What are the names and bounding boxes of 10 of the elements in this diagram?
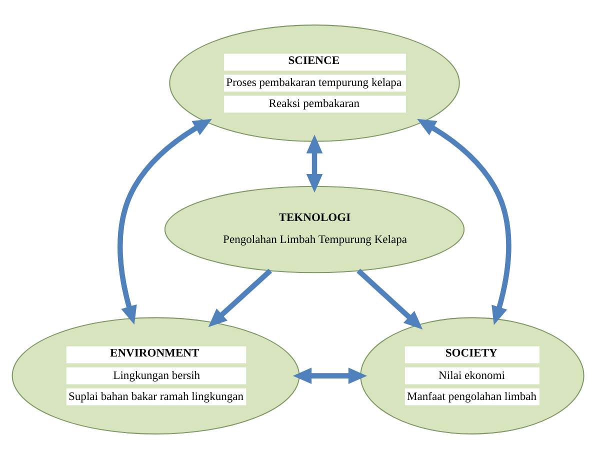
arrow bbox=[118, 118, 212, 324]
node-ellipse: SOCIETY Nilai ekonomi Manfaat pengolahan limbah bbox=[360, 316, 584, 434]
arrow bbox=[417, 118, 512, 324]
arrow bbox=[306, 134, 323, 192]
node-ellipse: TEKNOLOGI Pengolahan Limbah Tempurung Kelapa bbox=[164, 185, 465, 273]
arrow bbox=[356, 268, 423, 329]
arrow bbox=[292, 367, 368, 384]
node-ellipse: SCIENCE Proses pembakaran tempurung kelapa Reaksi pembakaran bbox=[169, 24, 460, 142]
arrow bbox=[208, 268, 272, 327]
node-ellipse: ENVIRONMENT Lingkungan bersih Suplai bahan bakar ramah lingkungan bbox=[12, 316, 300, 434]
